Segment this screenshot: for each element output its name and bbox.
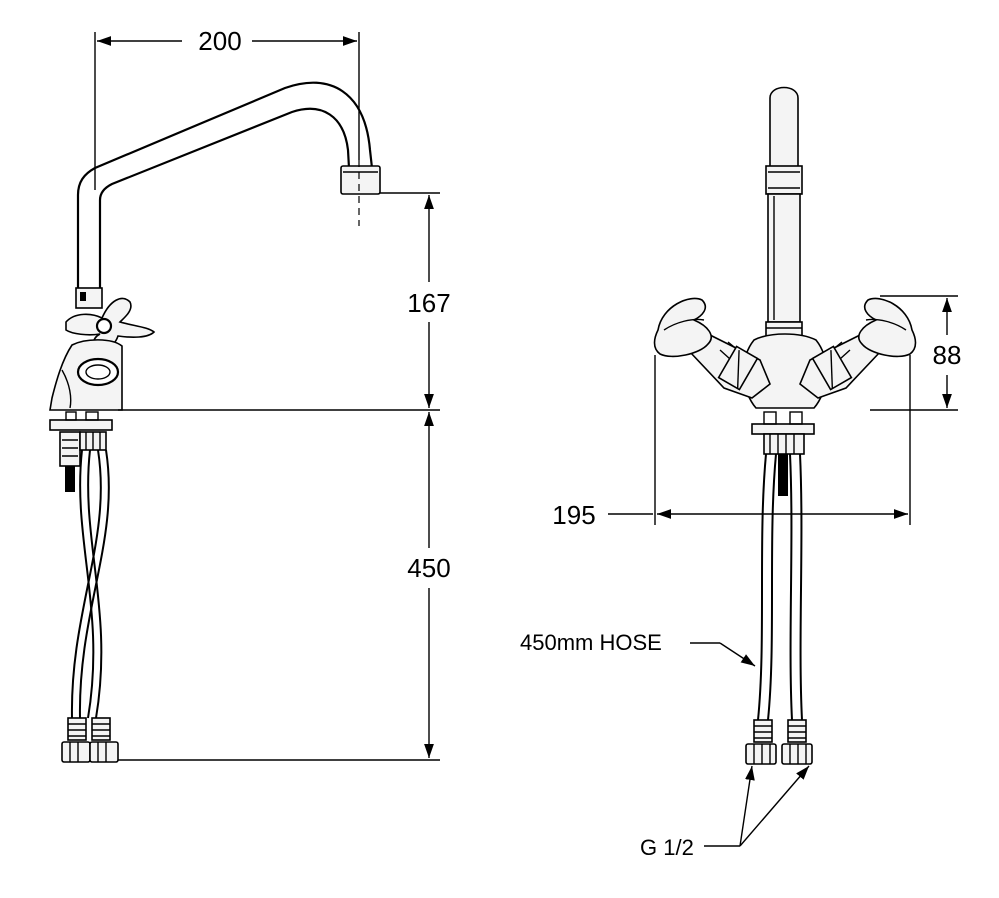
spout-nozzle bbox=[340, 165, 381, 195]
hose-left-b bbox=[87, 449, 103, 719]
hose-right-a bbox=[70, 449, 102, 719]
front-view-dimensions: 88 195 450mm HOSE G 1/2 bbox=[520, 295, 962, 860]
front-mounting-plate bbox=[751, 423, 815, 435]
front-hose-left-b bbox=[767, 453, 777, 721]
hose-right-b bbox=[78, 449, 110, 719]
front-hose-right-a bbox=[789, 453, 793, 721]
front-view bbox=[653, 86, 917, 765]
spout-collar bbox=[75, 287, 103, 309]
hose-nut-left bbox=[61, 741, 91, 763]
dimension-handle-span: 195 bbox=[552, 500, 595, 530]
hose-left-a bbox=[79, 449, 95, 719]
front-hose-nut-right bbox=[781, 743, 813, 765]
spout-outline-inner bbox=[98, 107, 351, 290]
front-hose-nut-left bbox=[745, 743, 777, 765]
right-handle bbox=[858, 297, 917, 358]
dimension-spout-reach: 200 bbox=[198, 26, 241, 56]
spout-outline-outer bbox=[76, 81, 374, 290]
side-view bbox=[49, 81, 381, 763]
callout-thread: G 1/2 bbox=[640, 835, 694, 860]
dimension-hose-length: 450 bbox=[407, 553, 450, 583]
front-hose-left-a bbox=[757, 453, 767, 721]
mounting-stud bbox=[59, 431, 81, 467]
left-handle bbox=[653, 297, 712, 358]
mounting-plate bbox=[49, 419, 113, 431]
front-spout-column bbox=[769, 86, 799, 169]
dimension-spout-height: 167 bbox=[407, 288, 450, 318]
front-hose-right-b bbox=[799, 453, 803, 721]
side-view-dimensions: 200 167 450 bbox=[94, 26, 451, 761]
hose-nut-right bbox=[89, 741, 119, 763]
dimension-handle-height: 88 bbox=[933, 340, 962, 370]
callout-hose: 450mm HOSE bbox=[520, 630, 662, 655]
